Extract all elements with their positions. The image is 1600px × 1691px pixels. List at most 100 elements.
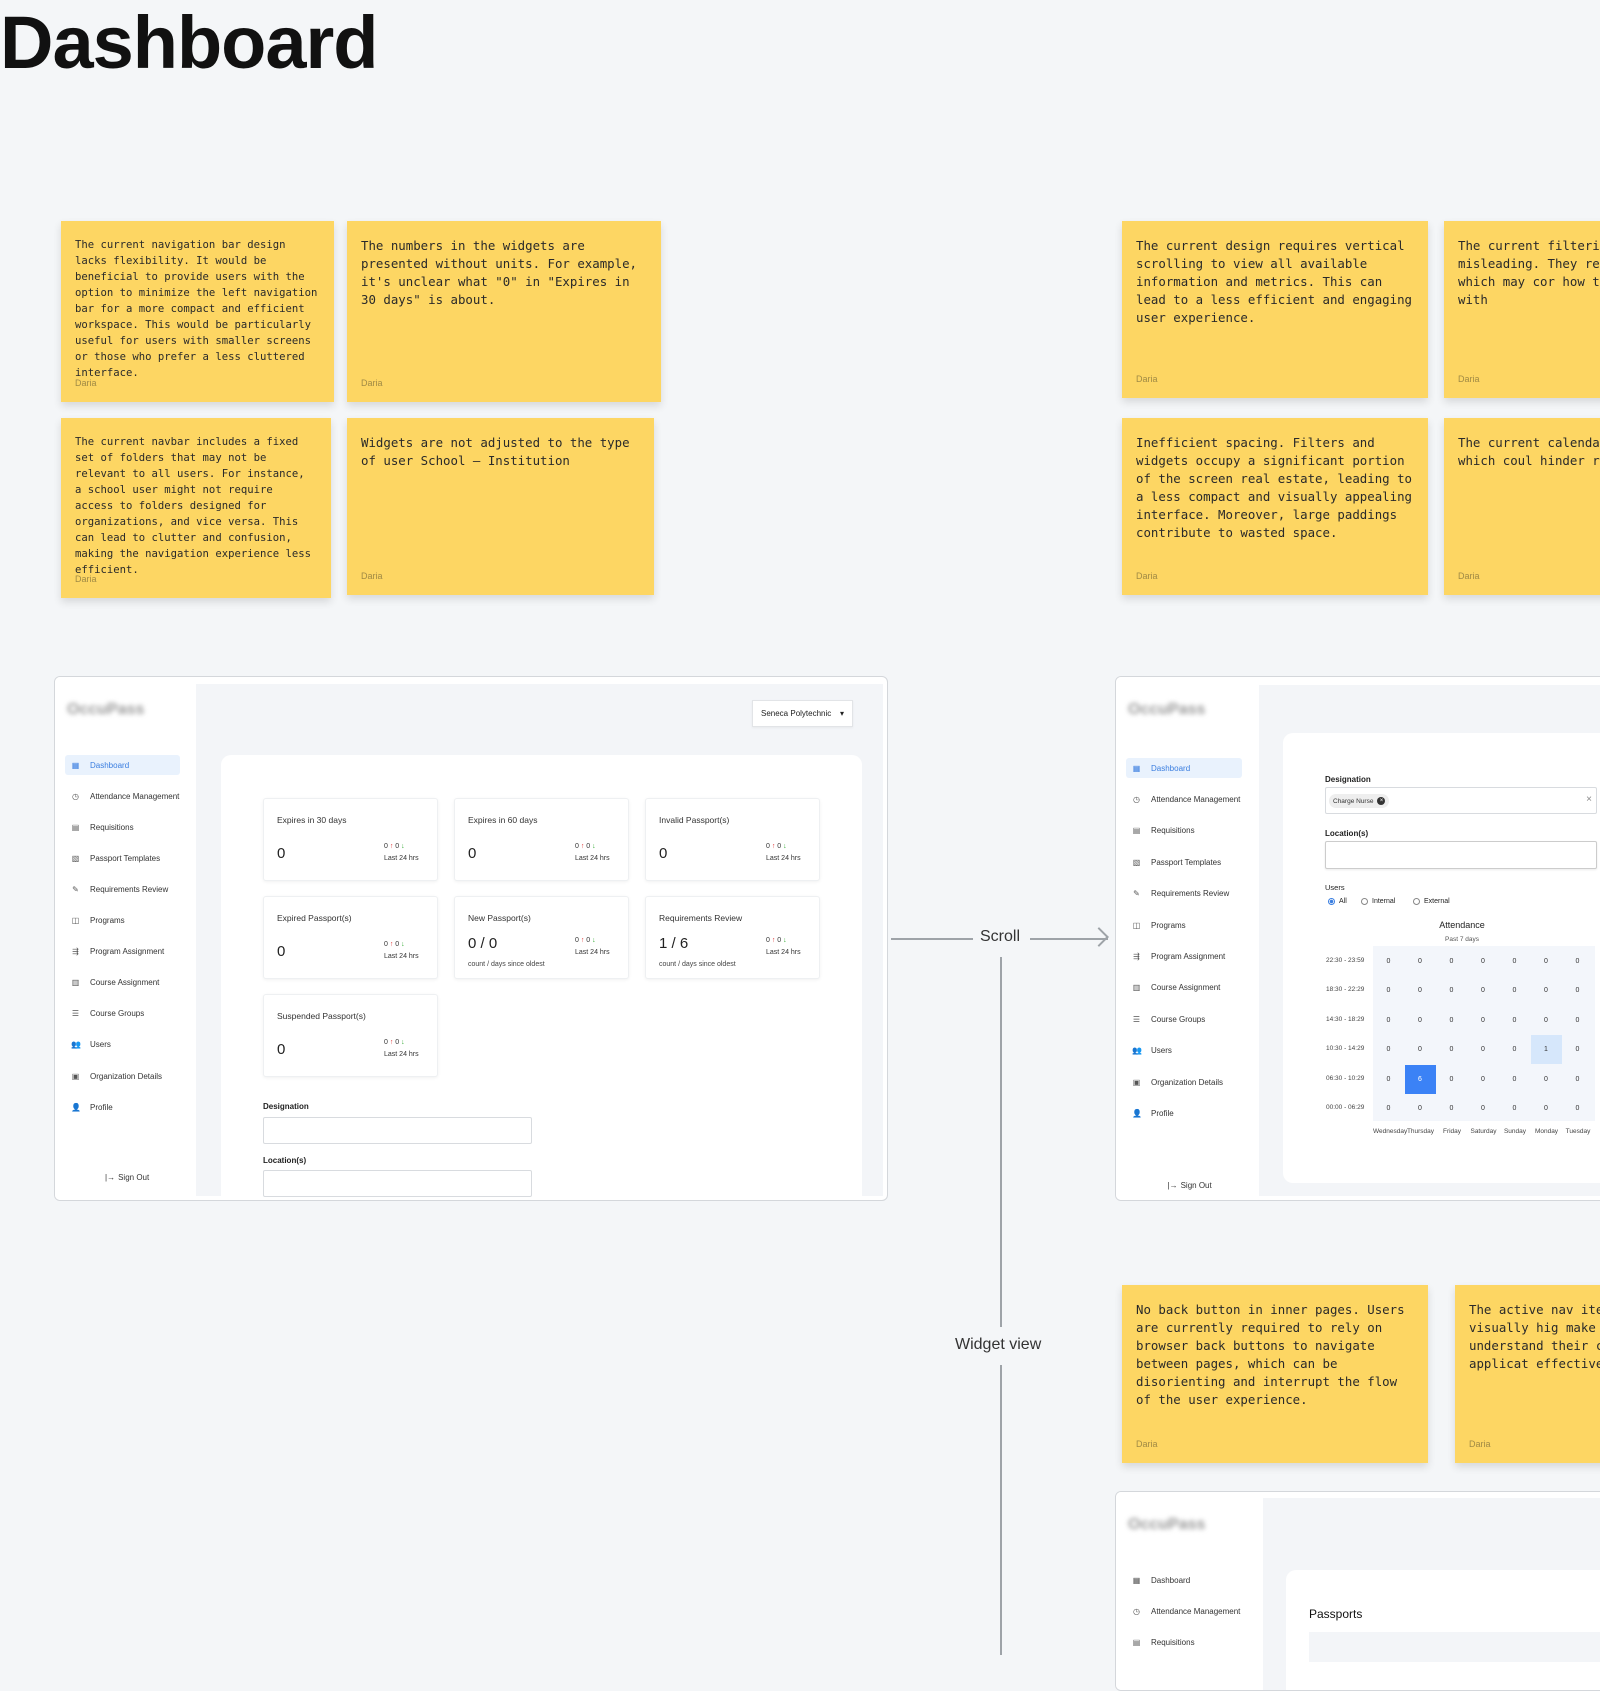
heatmap-cell[interactable]: 0 — [1405, 976, 1436, 1005]
heatmap-cell[interactable]: 0 — [1562, 1035, 1593, 1064]
sidebar-item-program-assignment[interactable]: ⇶Program Assignment — [1126, 946, 1242, 966]
sidebar-item-programs[interactable]: ◫Programs — [65, 911, 180, 931]
heatmap-cell-value: 0 — [1481, 958, 1485, 965]
heatmap-cell[interactable]: 0 — [1436, 947, 1467, 976]
heatmap-cell-value: 0 — [1386, 958, 1391, 965]
heatmap-cell[interactable]: 0 — [1468, 1035, 1499, 1064]
sidebar-item-course-groups[interactable]: ☰Course Groups — [65, 1004, 180, 1024]
heatmap-cell[interactable]: 0 — [1405, 1094, 1436, 1123]
widget-value: 0 — [468, 845, 477, 862]
heatmap-cell[interactable]: 0 — [1531, 1065, 1562, 1094]
heatmap-cell[interactable]: 0 — [1499, 1094, 1530, 1123]
heatmap-cell[interactable]: 0 — [1436, 1065, 1467, 1094]
sidebar-item-requisitions[interactable]: ▤Requisitions — [1126, 821, 1242, 841]
heatmap-cell[interactable]: 1 — [1530, 1035, 1562, 1065]
organization-select[interactable]: Seneca Polytechnic▾ — [752, 700, 853, 727]
heatmap-cell[interactable]: 0 — [1373, 947, 1404, 976]
sidebar-item-passport-templates[interactable]: ▧Passport Templates — [1126, 852, 1242, 872]
heatmap-cell[interactable]: 0 — [1373, 1035, 1404, 1064]
sidebar-item-dashboard[interactable]: ▦Dashboard — [65, 755, 180, 775]
location-input[interactable] — [1325, 841, 1597, 869]
heatmap-cell[interactable]: 0 — [1436, 1035, 1467, 1064]
sidebar-item-requirements-review[interactable]: ✎Requirements Review — [65, 879, 180, 899]
sidebar-item-program-assignment[interactable]: ⇶Program Assignment — [65, 942, 180, 962]
heatmap-cell[interactable]: 0 — [1562, 1006, 1593, 1035]
heatmap-cell[interactable]: 0 — [1562, 1065, 1593, 1094]
chip-remove-icon[interactable]: × — [1377, 797, 1386, 805]
sidebar-item-course-groups[interactable]: ☰Course Groups — [1126, 1009, 1242, 1029]
heatmap-cell[interactable]: 0 — [1468, 1094, 1499, 1123]
heatmap-cell[interactable]: 0 — [1468, 1065, 1499, 1094]
heatmap-cell[interactable]: 0 — [1405, 1006, 1436, 1035]
heatmap-cell[interactable]: 0 — [1468, 976, 1499, 1005]
designation-select[interactable]: Charge Nurse×× — [1325, 787, 1597, 814]
heatmap-cell-value: 0 — [1418, 1046, 1422, 1054]
sidebar-item-dashboard[interactable]: ▦Dashboard — [1126, 758, 1242, 778]
clear-icon[interactable]: × — [1586, 794, 1592, 805]
heatmap-cell[interactable]: 0 — [1499, 1006, 1530, 1035]
sidebar-item-users[interactable]: 👥Users — [1126, 1041, 1242, 1061]
sidebar-item-attendance-management[interactable]: ◷Attendance Management — [65, 786, 180, 806]
heatmap-cell[interactable]: 0 — [1373, 1094, 1404, 1123]
sidebar-item-programs[interactable]: ◫Programs — [1126, 915, 1242, 935]
heatmap-cell[interactable]: 0 — [1373, 976, 1404, 1005]
sidebar-item-attendance-management[interactable]: ◷Attendance Management — [1126, 1601, 1242, 1621]
users-radio-internal[interactable]: Internal — [1361, 898, 1395, 905]
heatmap-cell[interactable]: 0 — [1562, 976, 1593, 1005]
sticky-note: The current navigation bar design lacks … — [61, 221, 334, 402]
heatmap-cell[interactable]: 0 — [1531, 947, 1562, 976]
heatmap-cell[interactable]: 0 — [1562, 947, 1593, 976]
sidebar-item-requisitions[interactable]: ▤Requisitions — [1126, 1632, 1242, 1652]
heatmap-cell[interactable]: 0 — [1405, 1035, 1436, 1064]
heatmap-row-label: 00:00 - 06:29 — [1326, 1104, 1365, 1111]
heatmap-cell[interactable]: 0 — [1436, 1006, 1467, 1035]
sidebar-item-requisitions[interactable]: ▤Requisitions — [65, 817, 180, 837]
heatmap-cell[interactable]: 0 — [1531, 1006, 1562, 1035]
heatmap-cell[interactable]: 0 — [1373, 1065, 1404, 1094]
heatmap-cell[interactable]: 0 — [1468, 947, 1499, 976]
sidebar-item-dashboard[interactable]: ▦Dashboard — [1126, 1570, 1242, 1590]
heatmap-cell[interactable]: 0 — [1436, 976, 1467, 1005]
heatmap-cell[interactable]: 0 — [1468, 1006, 1499, 1035]
sidebar-item-organization-details[interactable]: ▣Organization Details — [1126, 1072, 1242, 1092]
designation-chip[interactable]: Charge Nurse× — [1329, 794, 1390, 808]
heatmap-cell[interactable]: 6 — [1404, 1064, 1436, 1094]
sidebar-item-profile[interactable]: 👤Profile — [65, 1097, 180, 1117]
heatmap-cell[interactable]: 0 — [1499, 1035, 1530, 1064]
sidebar-item-attendance-management[interactable]: ◷Attendance Management — [1126, 789, 1242, 809]
heatmap-cell-value: 0 — [1418, 958, 1422, 965]
designation-input[interactable] — [263, 1117, 532, 1144]
heatmap-cell[interactable]: 0 — [1499, 1065, 1530, 1094]
heatmap-cell[interactable]: 0 — [1531, 976, 1562, 1005]
heatmap-cell[interactable]: 0 — [1499, 947, 1530, 976]
location-input[interactable] — [263, 1170, 532, 1197]
heatmap-cell[interactable]: 0 — [1436, 1094, 1467, 1123]
designation-label: Designation — [1325, 775, 1371, 784]
users-icon: 👥 — [71, 1040, 81, 1050]
sidebar-item-course-assignment[interactable]: ▥Course Assignment — [1126, 978, 1242, 998]
sidebar-item-users[interactable]: 👥Users — [65, 1035, 180, 1055]
heatmap-cell[interactable]: 0 — [1562, 1094, 1593, 1123]
sidebar-item-label: Requisitions — [90, 822, 134, 832]
sidebar-item-profile[interactable]: 👤Profile — [1126, 1103, 1242, 1123]
heatmap-cell-value: 0 — [1544, 1075, 1548, 1083]
sign-out-button[interactable]: |→Sign Out — [105, 1173, 149, 1182]
sidebar-item-passport-templates[interactable]: ▧Passport Templates — [65, 848, 180, 868]
heatmap-cell[interactable]: 0 — [1531, 1094, 1562, 1123]
heatmap-cell[interactable]: 0 — [1373, 1006, 1404, 1035]
users-radio-all[interactable]: All — [1328, 898, 1347, 905]
heatmap-cell[interactable]: 0 — [1499, 976, 1530, 1005]
heatmap-cell[interactable]: 0 — [1405, 947, 1436, 976]
sidebar-item-requirements-review[interactable]: ✎Requirements Review — [1126, 884, 1242, 904]
sidebar-item-organization-details[interactable]: ▣Organization Details — [65, 1066, 180, 1086]
sign-out-button[interactable]: |→Sign Out — [1168, 1181, 1212, 1190]
sidebar-item-course-assignment[interactable]: ▥Course Assignment — [65, 973, 180, 993]
users-radio-external[interactable]: External — [1413, 898, 1450, 905]
